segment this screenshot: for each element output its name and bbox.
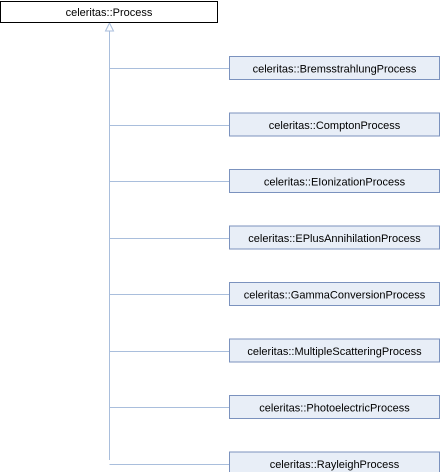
derived-class-node[interactable]: celeritas::GammaConversionProcess: [229, 282, 440, 306]
derived-class-box: [229, 451, 440, 472]
derived-class-label: celeritas::GammaConversionProcess: [244, 290, 426, 302]
derived-class-node[interactable]: celeritas::PhotoelectricProcess: [229, 395, 440, 419]
derived-class-node[interactable]: celeritas::ComptonProcess: [229, 112, 440, 137]
derived-class-box: [229, 56, 440, 80]
derived-class-label: celeritas::BremsstrahlungProcess: [253, 64, 417, 76]
derived-class-node[interactable]: celeritas::MultipleScatteringProcess: [229, 338, 440, 363]
derived-class-label: celeritas::ComptonProcess: [269, 120, 401, 132]
derived-class-node[interactable]: celeritas::EPlusAnnihilationProcess: [229, 225, 440, 250]
derived-class-box: [229, 112, 440, 137]
base-class-box: [0, 1, 218, 23]
derived-class-label: celeritas::MultipleScatteringProcess: [247, 346, 422, 358]
derived-class-box: [229, 395, 440, 419]
base-class-label: celeritas::Process: [66, 7, 153, 19]
derived-class-node[interactable]: celeritas::BremsstrahlungProcess: [229, 56, 440, 80]
derived-class-node[interactable]: celeritas::RayleighProcess: [229, 451, 440, 472]
inheritance-edges: [104, 21, 230, 465]
derived-class-label: celeritas::RayleighProcess: [270, 459, 400, 471]
derived-class-box: [229, 282, 440, 306]
derived-class-label: celeritas::EPlusAnnihilationProcess: [248, 233, 421, 245]
derived-classes: celeritas::BremsstrahlungProcesscelerita…: [229, 56, 440, 472]
base-class-node[interactable]: celeritas::Process: [0, 1, 218, 23]
derived-class-label: celeritas::PhotoelectricProcess: [259, 403, 410, 415]
derived-class-label: celeritas::EIonizationProcess: [264, 177, 406, 189]
inheritance-arrowhead: [104, 21, 115, 32]
derived-class-box: [229, 169, 440, 193]
derived-class-box: [229, 338, 440, 363]
derived-class-box: [229, 225, 440, 250]
derived-class-node[interactable]: celeritas::EIonizationProcess: [229, 169, 440, 193]
